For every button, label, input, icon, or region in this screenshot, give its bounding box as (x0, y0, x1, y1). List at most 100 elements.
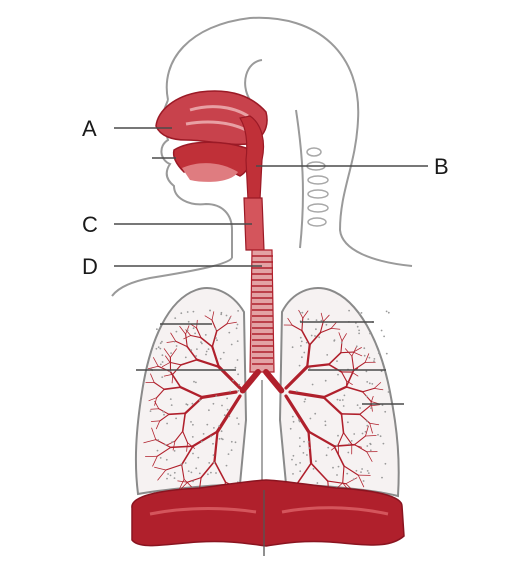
alveolus-dot (292, 473, 294, 475)
bronchus-branch (306, 363, 330, 368)
alveolus-dot (385, 352, 388, 355)
alveolus-dot (337, 373, 339, 376)
alveolus-dot (380, 329, 383, 332)
bronchus-branch (320, 312, 324, 322)
bronchus-branch (310, 462, 329, 482)
alveolus-dot (304, 398, 307, 401)
alveolus-dot (361, 432, 364, 435)
bronchus-branch (359, 413, 371, 424)
alveolus-dot (347, 421, 349, 424)
alveolus-dot (353, 433, 356, 435)
bronchus-branch (211, 330, 218, 348)
bronchus-branch (369, 404, 381, 407)
bronchus-branch (284, 365, 309, 390)
bronchus-branch (150, 373, 155, 383)
alveolus-dot (339, 399, 341, 402)
alveolus-dot (180, 312, 183, 315)
bronchus-branch (169, 361, 182, 366)
alveolus-dot (175, 417, 178, 420)
alveolus-dot (333, 340, 336, 342)
alveolus-dot (325, 323, 328, 326)
alveolus-dot (190, 349, 193, 352)
bronchus-branch (155, 439, 172, 448)
alveolus-dot (381, 476, 383, 479)
bronchus-branch (345, 369, 355, 388)
alveolus-dot (350, 440, 353, 442)
bronchus-branch (373, 382, 382, 389)
bronchus-branch (179, 386, 204, 399)
alveolus-dot (157, 346, 160, 349)
bronchus-branch (340, 351, 354, 354)
bronchus-branch (354, 444, 368, 453)
bronchus-branch (163, 348, 171, 358)
label-d: D (82, 254, 98, 279)
alveolus-dot (237, 423, 240, 425)
alveolus-dot (192, 452, 194, 455)
alveolus-dot (337, 434, 339, 437)
alveolus-dot (235, 327, 238, 330)
alveolus-dot (204, 334, 207, 336)
alveolus-dot (159, 347, 162, 350)
alveolus-dot (295, 390, 298, 393)
bronchus-branch (161, 362, 171, 368)
alveolus-dot (174, 317, 177, 319)
alveolus-dot (198, 472, 201, 475)
alveolus-dot (324, 379, 327, 382)
alveolus-dot (190, 421, 192, 423)
bronchus-branch (322, 385, 348, 399)
alveolus-dot (171, 441, 174, 443)
alveolus-dot (157, 439, 160, 441)
alveolus-dot (192, 310, 195, 313)
bronchus-branch (182, 430, 189, 444)
alveolus-dot (366, 470, 369, 472)
alveolus-dot (207, 473, 209, 476)
alveolus-dot (184, 462, 187, 464)
alveolus-dot (173, 340, 176, 343)
bronchus-branch (213, 460, 227, 483)
alveolus-dot (302, 452, 305, 454)
bronchus-branch (353, 361, 366, 371)
alveolus-dot (342, 405, 345, 407)
alveolus-dot (315, 328, 317, 331)
alveolus-dot (230, 449, 233, 451)
alveolus-dot (220, 313, 223, 316)
alveolus-dot (320, 319, 323, 322)
alveolus-dot (159, 363, 162, 366)
alveolus-dot (314, 412, 317, 415)
alveolus-dot (306, 454, 308, 456)
bronchus-branch (319, 327, 332, 334)
alveolus-dot (335, 444, 338, 447)
alveolus-dot (360, 312, 363, 314)
alveolus-dot (161, 376, 164, 378)
alveolus-dot (236, 340, 239, 342)
bronchus-branch (153, 357, 159, 367)
alveolus-dot (341, 399, 344, 401)
bronchus-branch (369, 422, 380, 426)
alveolus-dot (369, 449, 372, 452)
alveolus-dot (200, 341, 202, 343)
alveolus-dot (169, 370, 172, 373)
alveolus-dot (156, 328, 158, 331)
alveolus-dot (291, 415, 294, 418)
alveolus-dot (368, 382, 371, 385)
bronchus-branch (284, 394, 311, 434)
bronchus-branch (195, 358, 220, 368)
alveolus-dot (348, 309, 350, 312)
alveolus-dot (379, 435, 382, 438)
alveolus-dot (315, 319, 318, 321)
alveolus-dot (161, 354, 164, 357)
alveolus-dot (227, 453, 230, 455)
alveolus-dot (347, 451, 350, 454)
tongue (182, 163, 238, 182)
alveolus-dot (196, 348, 198, 350)
alveolus-dot (310, 334, 313, 337)
bronchus-branch (322, 396, 343, 416)
alveolus-dot (359, 407, 361, 409)
alveolus-dot (220, 430, 223, 433)
alveolus-dot (225, 464, 228, 467)
alveolus-dot (298, 419, 300, 421)
alveolus-dot (291, 458, 293, 461)
alveolus-dot (332, 466, 334, 469)
bronchus-branch (174, 430, 184, 442)
